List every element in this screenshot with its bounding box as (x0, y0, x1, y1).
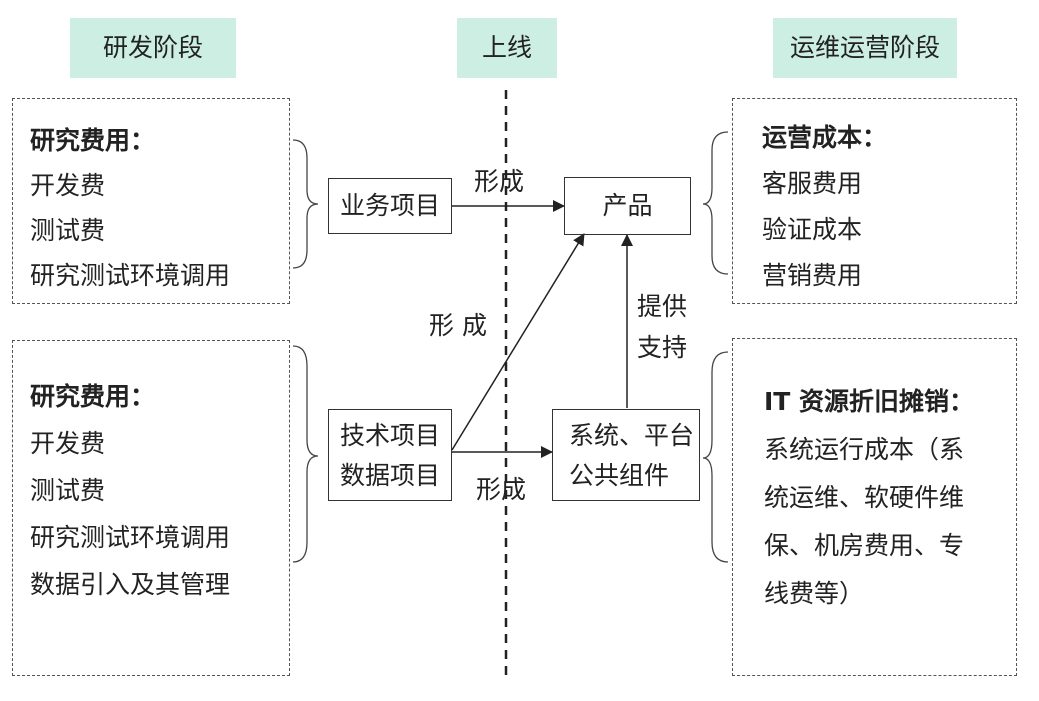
left-bottom-cost-list: 研究费用： 开发费 测试费 研究测试环境调用 数据引入及其管理 (30, 373, 230, 608)
product-label: 产品 (602, 191, 653, 220)
left-bottom-item: 研究测试环境调用 (30, 523, 231, 552)
right-top-item: 客服费用 (762, 169, 863, 198)
system-platform-label: 系统、平台 (569, 421, 695, 450)
left-top-item: 研究测试环境调用 (30, 261, 231, 290)
data-project-label: 数据项目 (339, 461, 440, 490)
tech-project-label: 技术项目 (339, 421, 440, 450)
left-top-brace (292, 139, 319, 269)
left-bottom-item: 开发费 (30, 429, 106, 458)
left-bottom-item: 数据引入及其管理 (30, 570, 231, 599)
left-top-title: 研究费用： (30, 126, 156, 155)
right-top-title: 运营成本： (762, 123, 888, 152)
left-top-cost-box (12, 98, 290, 304)
business-project-box: 业务项目 (328, 178, 452, 234)
right-top-cost-list: 运营成本： 客服费用 验证成本 营销费用 (762, 115, 887, 299)
right-bottom-line: 统运维、软硬件维 (764, 483, 965, 512)
form-label-diagonal: 形 成 (429, 311, 487, 340)
right-bottom-cost-list: IT 资源折旧摊销： 系统运行成本（系 统运维、软硬件维 保、机房费用、专 线费… (764, 378, 974, 618)
right-bottom-title: IT 资源折旧摊销： (764, 387, 975, 416)
left-top-item: 开发费 (30, 171, 106, 200)
left-bottom-brace (292, 345, 319, 563)
ops-phase-header: 运维运营阶段 (773, 18, 957, 78)
right-top-brace (702, 131, 729, 275)
right-bottom-line: 线费等） (764, 579, 865, 608)
right-bottom-brace (702, 351, 729, 563)
support-label-line1: 提供 (637, 292, 688, 321)
product-box: 产品 (564, 177, 691, 235)
left-bottom-item: 测试费 (30, 476, 106, 505)
rd-phase-header: 研发阶段 (70, 18, 236, 78)
left-bottom-cost-box (12, 340, 290, 676)
tech-data-project-box: 技术项目 数据项目 (328, 409, 452, 501)
right-bottom-line: 系统运行成本（系 (764, 435, 965, 464)
launch-header: 上线 (457, 18, 557, 78)
system-platform-box: 系统、平台 公共组件 (552, 409, 700, 501)
left-top-cost-list: 研究费用： 开发费 测试费 研究测试环境调用 (30, 118, 230, 298)
form-label-bottom: 形成 (476, 475, 527, 504)
right-bottom-cost-box (732, 338, 1017, 676)
support-label-line2: 支持 (637, 333, 688, 362)
left-top-item: 测试费 (30, 216, 106, 245)
business-project-label: 业务项目 (339, 191, 440, 220)
common-components-label: 公共组件 (569, 461, 670, 490)
right-top-cost-box (732, 98, 1017, 304)
left-bottom-title: 研究费用： (30, 382, 156, 411)
right-top-item: 营销费用 (762, 261, 863, 290)
support-label: 提供 支持 (637, 286, 687, 368)
right-top-item: 验证成本 (762, 215, 863, 244)
right-bottom-line: 保、机房费用、专 (764, 531, 965, 560)
form-label-top: 形成 (474, 167, 525, 196)
tech-to-product-arrow (451, 233, 585, 451)
